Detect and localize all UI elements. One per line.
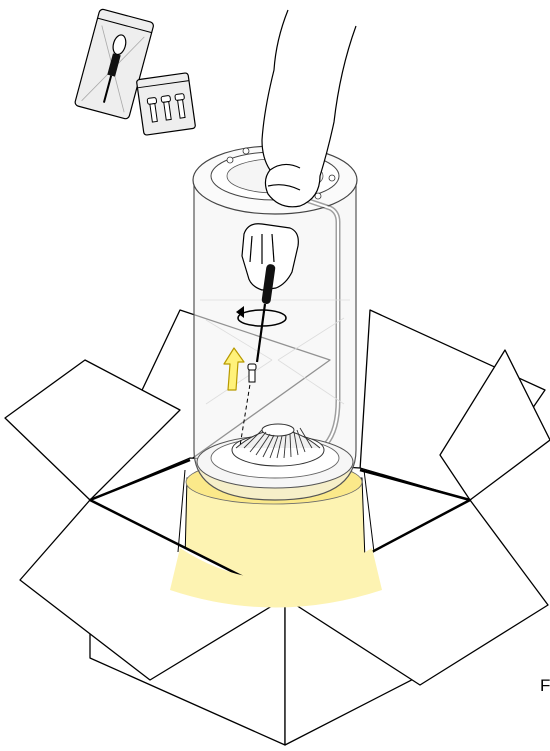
screw-guide-line [239, 377, 252, 447]
glass-housing [192, 145, 358, 501]
screw-bag-icon [136, 72, 196, 136]
box-flap-right [439, 349, 550, 501]
screw [247, 363, 257, 383]
box-flap-left [4, 359, 181, 501]
screwdriver-bag-icon [74, 8, 154, 120]
hand-screwdriver [241, 223, 299, 291]
figure-label: F [540, 676, 550, 695]
base-visible-band [170, 469, 382, 608]
box-front [4, 349, 550, 746]
rotate-arrow-icon [236, 306, 287, 327]
hand-top [261, 9, 357, 208]
up-arrow-icon [223, 347, 245, 391]
fan-assembly [231, 423, 325, 467]
screwdriver [255, 264, 276, 363]
